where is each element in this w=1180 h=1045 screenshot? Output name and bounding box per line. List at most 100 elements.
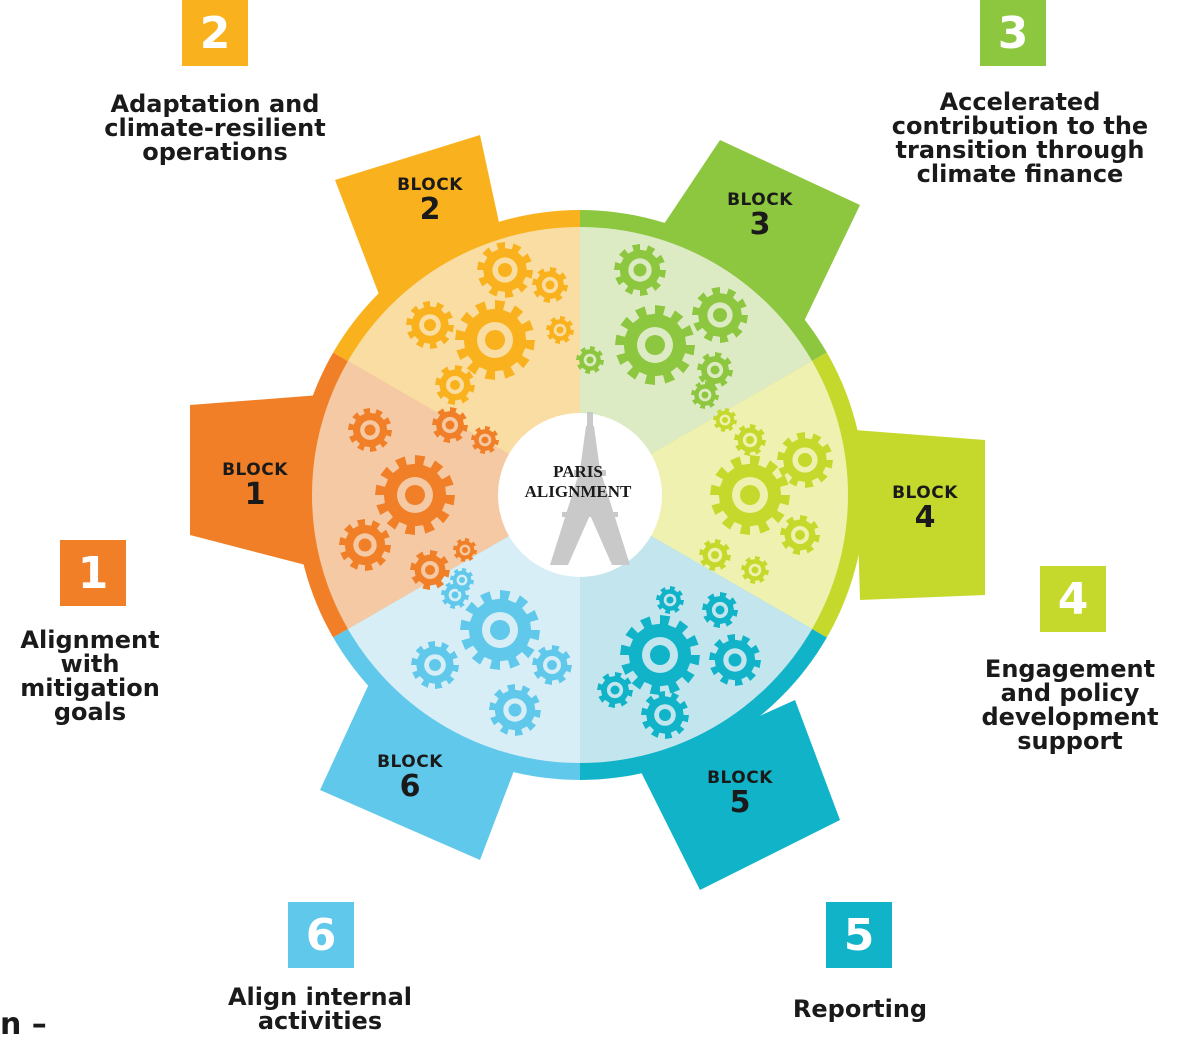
center-title-line1: PARIS	[553, 462, 603, 481]
gear-center	[450, 380, 460, 390]
gear-center	[424, 319, 436, 331]
block-word: BLOCK	[222, 460, 288, 480]
title-2-line: climate-resilient	[104, 114, 326, 142]
block-word: BLOCK	[727, 190, 793, 210]
gear-center	[586, 356, 594, 364]
gear-center	[425, 565, 435, 575]
title-1-line: Alignment	[20, 626, 160, 654]
gear-center	[508, 703, 522, 717]
block-number: 4	[914, 500, 936, 535]
gear-center	[715, 605, 725, 615]
gear-center	[364, 424, 376, 436]
gear-center	[645, 335, 665, 355]
badge-4: 4	[1040, 566, 1106, 632]
title-5-line: Reporting	[792, 995, 928, 1023]
gear-center	[650, 645, 670, 665]
gear-center	[713, 308, 727, 322]
title-1: Alignment with mitigation goals	[0, 628, 180, 724]
gear-center	[710, 365, 720, 375]
inner-sector-5	[580, 495, 813, 763]
title-3-line: Accelerated	[939, 88, 1101, 116]
block-word: BLOCK	[397, 175, 463, 195]
block-word: BLOCK	[707, 768, 773, 788]
block-number: 6	[399, 769, 421, 804]
gear-center	[746, 436, 754, 444]
block-5-label: BLOCK 5	[695, 768, 785, 818]
gear-center	[711, 551, 719, 559]
gear-center	[740, 485, 760, 505]
title-3-line: contribution to the	[891, 112, 1149, 140]
block-3-label: BLOCK 3	[715, 190, 805, 240]
title-4-line: and policy	[1000, 679, 1140, 707]
gear-center	[485, 330, 505, 350]
title-6-line: Align internal	[227, 983, 413, 1011]
gear-center	[722, 417, 728, 423]
title-3-line: transition through	[895, 136, 1145, 164]
gear-center	[751, 566, 759, 574]
gear-center	[462, 547, 468, 553]
inner-sector-3	[580, 227, 813, 495]
title-4-line: development	[981, 703, 1159, 731]
block-word: BLOCK	[377, 752, 443, 772]
gear-center	[798, 453, 812, 467]
title-2-line: Adaptation and	[110, 90, 320, 118]
gear-center	[659, 709, 671, 721]
title-4-line: Engagement	[984, 655, 1156, 683]
inner-sector-2	[347, 227, 580, 495]
gear-center	[701, 391, 709, 399]
gear-center	[556, 326, 564, 334]
title-2-line: operations	[142, 138, 288, 166]
gear-center	[490, 620, 510, 640]
gear-center	[633, 263, 647, 277]
gear-center	[498, 263, 512, 277]
gear-center	[459, 577, 465, 583]
block-4-label: BLOCK 4	[880, 483, 970, 533]
title-6: Align internal activities	[200, 985, 440, 1033]
block-1-label: BLOCK 1	[210, 460, 300, 510]
gear-center	[358, 538, 372, 552]
badge-1: 1	[60, 540, 126, 606]
badge-5: 5	[826, 902, 892, 968]
block-number: 1	[244, 477, 266, 512]
block-number: 5	[729, 785, 751, 820]
block-number: 3	[749, 207, 771, 242]
gear-center	[429, 659, 441, 671]
gear-center	[795, 530, 805, 540]
gear-center	[405, 485, 425, 505]
block-6-tab	[320, 660, 520, 860]
gear-center	[666, 596, 674, 604]
gear-center	[451, 591, 459, 599]
title-1-line: goals	[53, 698, 127, 726]
center-title-line2: ALIGNMENT	[524, 482, 632, 501]
block-4-tab	[855, 430, 985, 600]
block-word: BLOCK	[892, 483, 958, 503]
title-4-line: support	[1017, 727, 1123, 755]
gear-center	[545, 280, 555, 290]
badge-2: 2	[182, 0, 248, 66]
center-title: PARIS ALIGNMENT	[498, 462, 658, 502]
title-2: Adaptation and climate-resilient operati…	[80, 92, 350, 164]
block-1-tab	[190, 395, 325, 570]
title-1-line: mitigation	[20, 674, 160, 702]
gear-center	[610, 685, 620, 695]
block-3-tab	[650, 140, 860, 340]
badge-6: 6	[288, 902, 354, 968]
title-5: Reporting	[760, 997, 960, 1021]
eiffel-tower-icon	[550, 412, 630, 565]
gear-center	[547, 660, 557, 670]
block-2-label: BLOCK 2	[385, 175, 475, 225]
gear-center	[445, 420, 455, 430]
title-3: Accelerated contribution to the transiti…	[860, 90, 1180, 186]
title-1-line: with	[60, 650, 120, 678]
gear-center	[728, 653, 742, 667]
title-4: Engagement and policy development suppor…	[960, 657, 1180, 753]
block-number: 2	[419, 192, 441, 227]
gear-clusters	[339, 242, 833, 739]
gear-center	[481, 436, 489, 444]
badge-3: 3	[980, 0, 1046, 66]
title-6-line: activities	[257, 1007, 383, 1035]
title-3-line: climate finance	[916, 160, 1124, 188]
cutoff-text: n –	[0, 1007, 47, 1042]
block-6-label: BLOCK 6	[365, 752, 455, 802]
